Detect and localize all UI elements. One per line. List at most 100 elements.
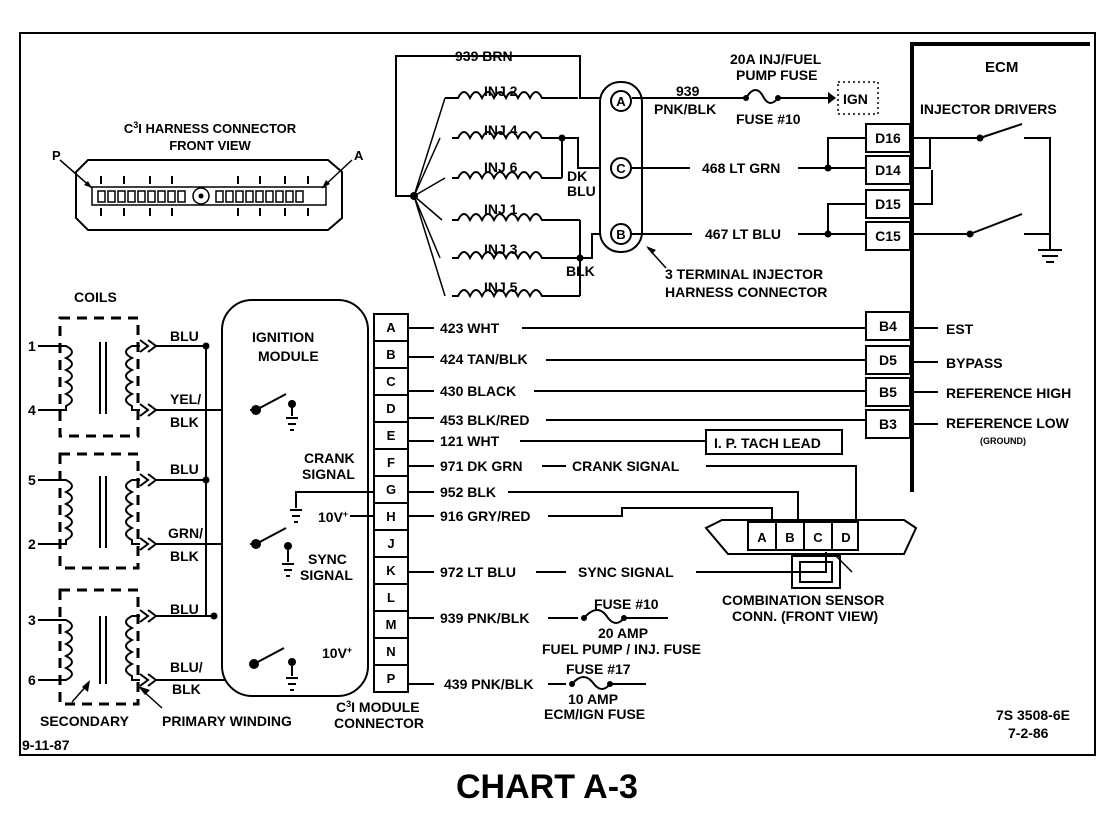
injector-label-2: INJ 4 <box>484 122 518 138</box>
signal-reference-low: REFERENCE LOW <box>946 415 1070 431</box>
module-caption-rest: I MODULE <box>351 699 419 715</box>
sensor-pin-b: B <box>785 530 794 545</box>
harness-title-line2: FRONT VIEW <box>169 138 251 153</box>
secondary-label: SECONDARY <box>40 713 130 729</box>
coil-wire-1: BLU <box>170 328 199 344</box>
ign-label: IGN <box>843 91 868 107</box>
pin-c: C <box>386 374 396 389</box>
injector-drivers-label: INJECTOR DRIVERS <box>920 101 1057 117</box>
wire-453: 453 BLK/RED <box>440 412 529 428</box>
primary-winding-label: PRIMARY WINDING <box>162 713 292 729</box>
coil-wire-4: BLU <box>170 461 199 477</box>
sensor-pin-c: C <box>813 530 823 545</box>
crank-signal-wire-label: CRANK SIGNAL <box>572 458 680 474</box>
sensor-pin-d: D <box>841 530 850 545</box>
wire-939-brn: 939 BRN <box>455 48 513 64</box>
module-caption-sup: 3 <box>346 699 351 709</box>
coil-wire-2: YEL/ <box>170 391 201 407</box>
coil-wire-9: BLK <box>172 681 201 697</box>
v10-a-plus: + <box>343 509 348 519</box>
module-caption-prefix: C <box>336 699 346 715</box>
fuse17-name: FUSE #17 <box>566 661 631 677</box>
signal-bypass: BYPASS <box>946 355 1003 371</box>
wire-430: 430 BLACK <box>440 383 516 399</box>
coil-number-2: 2 <box>28 536 36 552</box>
harness-pin-a: A <box>354 148 364 163</box>
wire-467: 467 LT BLU <box>705 226 781 242</box>
pin-p: P <box>387 671 396 686</box>
blk-label: BLK <box>566 263 595 279</box>
fuse-top-line1: 20A INJ/FUEL <box>730 51 822 67</box>
coil-number-4: 4 <box>28 402 36 418</box>
svg-text:D5: D5 <box>879 352 897 368</box>
ecm-pin-b5 <box>865 377 911 407</box>
crank-signal-label-1: CRANK <box>304 450 355 466</box>
ecm-pin-d16 <box>865 123 911 153</box>
terminal-connector-label-2: HARNESS CONNECTOR <box>665 284 827 300</box>
module-to-ecm-wires: 423 WHT 424 TAN/BLK 430 BLACK 453 BLK/RE… <box>408 320 866 722</box>
crank-signal-label-2: SIGNAL <box>302 466 355 482</box>
wire-939-number: 939 <box>676 83 700 99</box>
wire-121: 121 WHT <box>440 433 500 449</box>
wire-971: 971 DK GRN <box>440 458 522 474</box>
fuse-top-name: FUSE #10 <box>736 111 801 127</box>
coil-number-3: 3 <box>28 612 36 628</box>
pin-g: G <box>386 482 396 497</box>
pin-d: D <box>386 401 395 416</box>
sync-signal-label-2: SIGNAL <box>300 567 353 583</box>
coil-number-5: 5 <box>28 472 36 488</box>
ref-date: 7-2-86 <box>1008 725 1049 741</box>
harness-pin-p: P <box>52 148 61 163</box>
svg-text:C3I MODULE: C3I MODULE <box>336 699 420 715</box>
ecm-label: ECM <box>985 59 1018 76</box>
ecm: ECM INJECTOR DRIVERS D16 D14 D15 C15 B4 … <box>865 42 1090 492</box>
coils-label: COILS <box>74 289 117 305</box>
coil-wire-5: GRN/ <box>168 525 203 541</box>
signal-reference-high: REFERENCE HIGH <box>946 385 1071 401</box>
svg-text:D14: D14 <box>875 162 901 178</box>
pin-f: F <box>387 455 395 470</box>
v10-label-a: 10V+ <box>318 509 348 525</box>
signal-est: EST <box>946 321 974 337</box>
svg-text:B4: B4 <box>879 318 897 334</box>
fuse10-rating: 20 AMP <box>598 625 648 641</box>
chart-title: CHART A-3 <box>456 768 638 806</box>
fuse-top-line2: PUMP FUSE <box>736 67 817 83</box>
combination-sensor-connector: A B C D COMBINATION SENSOR CONN. (FRONT … <box>704 519 918 624</box>
sync-signal-label-1: SYNC <box>308 551 347 567</box>
coil-wire-3: BLK <box>170 414 199 430</box>
dk-blu-label-2: BLU <box>567 183 596 199</box>
terminal-c: C <box>616 161 626 176</box>
pin-j: J <box>387 536 394 551</box>
wire-424: 424 TAN/BLK <box>440 351 528 367</box>
svg-text:B5: B5 <box>879 384 897 400</box>
date-left: 9-11-87 <box>22 737 70 753</box>
c3i-module-connector: A B C D E F G H J K L M N P C3I MODULE C… <box>334 313 424 731</box>
coil-number-6: 6 <box>28 672 36 688</box>
ignition-module: IGNITION MODULE CRANK SIGNAL 10V+ SYNC S… <box>221 299 374 697</box>
combination-sensor-label-1: COMBINATION SENSOR <box>722 592 884 608</box>
pin-b: B <box>386 347 395 362</box>
injector-label-4: INJ 1 <box>484 201 518 217</box>
harness-title-prefix: C <box>124 121 134 136</box>
pin-l: L <box>387 590 395 605</box>
harness-title-sup: 3 <box>133 120 138 130</box>
ecm-pin-c15 <box>865 221 911 251</box>
v10-a: 10V <box>318 509 344 525</box>
fuse10-desc: FUEL PUMP / INJ. FUSE <box>542 641 701 657</box>
tach-lead-label: I. P. TACH LEAD <box>714 435 821 451</box>
pin-k: K <box>386 563 396 578</box>
pin-m: M <box>386 617 397 632</box>
harness-pin-slots <box>97 176 309 216</box>
harness-title-rest: I HARNESS CONNECTOR <box>138 121 297 136</box>
sync-signal-wire-label: SYNC SIGNAL <box>578 564 674 580</box>
wire-468: 468 LT GRN <box>702 160 780 176</box>
svg-text:C3I HARNESS CONNECTOR: C3I HARNESS CONNECTOR <box>124 120 297 136</box>
wire-439: 439 PNK/BLK <box>444 676 533 692</box>
pin-n: N <box>386 644 395 659</box>
v10-label-b: 10V+ <box>322 645 352 661</box>
injector-label-6: INJ 5 <box>484 279 518 295</box>
fuse17-desc: ECM/IGN FUSE <box>544 706 645 722</box>
coil-wire-8: BLU/ <box>170 659 203 675</box>
